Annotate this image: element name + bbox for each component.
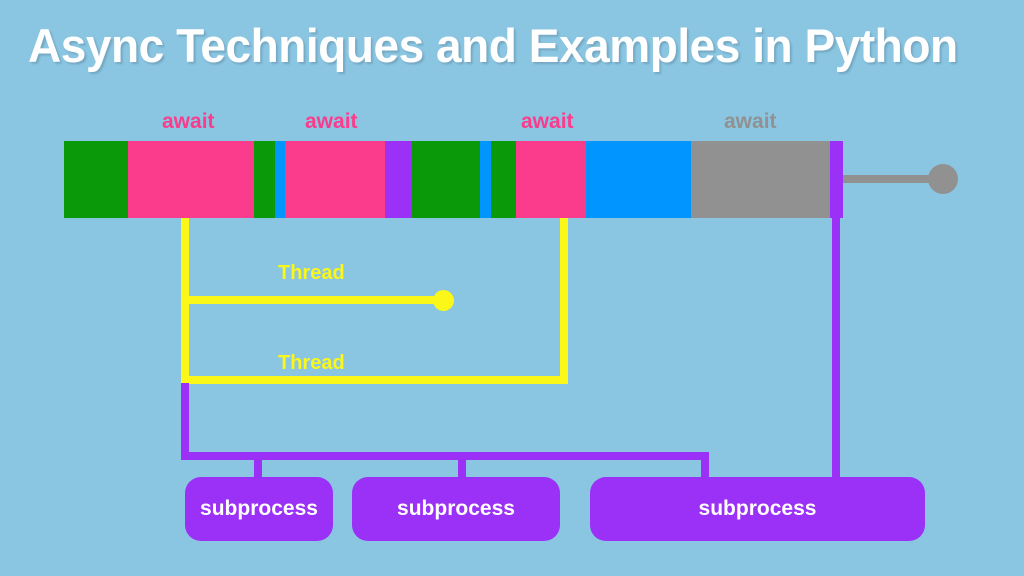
subprocess-box-3-label: subprocess <box>698 497 817 520</box>
timeline-segment-subprocess-2 <box>830 141 843 218</box>
subprocess-spine-right <box>832 218 840 480</box>
await-label-3: await <box>521 110 574 133</box>
subprocess-spine-left <box>181 383 189 460</box>
page-title: Async Techniques and Examples in Python <box>28 19 958 72</box>
subprocess-box-2-label: subprocess <box>397 497 515 520</box>
timeline-segment-blocked-1 <box>691 141 830 218</box>
thread-spine-right <box>560 218 568 384</box>
subprocess-stub-2 <box>458 452 466 480</box>
timeline-segment-awaiting-3 <box>516 141 586 218</box>
subprocess-box-2[interactable]: subprocess <box>352 477 560 541</box>
subprocess-stub-3 <box>701 452 709 480</box>
event-loop-timeline <box>64 141 843 218</box>
thread-endpoint-dot <box>433 290 454 311</box>
subprocess-box-1-label: subprocess <box>200 497 318 520</box>
await-label-1: await <box>162 110 215 133</box>
timeline-segment-awaiting-2 <box>285 141 385 218</box>
timeline-segment-running-1 <box>64 141 128 218</box>
subprocess-box-1[interactable]: subprocess <box>185 477 333 541</box>
timeline-segment-io-3 <box>586 141 691 218</box>
timeline-segment-running-2 <box>254 141 275 218</box>
timeline-segment-io-1 <box>275 141 285 218</box>
thread-label-1: Thread <box>278 262 345 284</box>
pending-io-tail-dot <box>928 164 958 194</box>
timeline-segment-running-3 <box>412 141 480 218</box>
await-label-4: await <box>724 110 777 133</box>
subprocess-stub-1 <box>254 452 262 480</box>
pending-io-tail-line <box>843 175 935 183</box>
timeline-segment-io-2 <box>480 141 491 218</box>
subprocess-rail <box>181 452 709 460</box>
thread-rail-upper <box>181 296 443 304</box>
await-label-2: await <box>305 110 358 133</box>
subprocess-box-3[interactable]: subprocess <box>590 477 925 541</box>
thread-rail-lower <box>181 376 568 384</box>
timeline-segment-awaiting-1 <box>128 141 254 218</box>
timeline-segment-subprocess-1 <box>385 141 412 218</box>
thread-label-2: Thread <box>278 352 345 374</box>
timeline-segment-running-4 <box>491 141 516 218</box>
